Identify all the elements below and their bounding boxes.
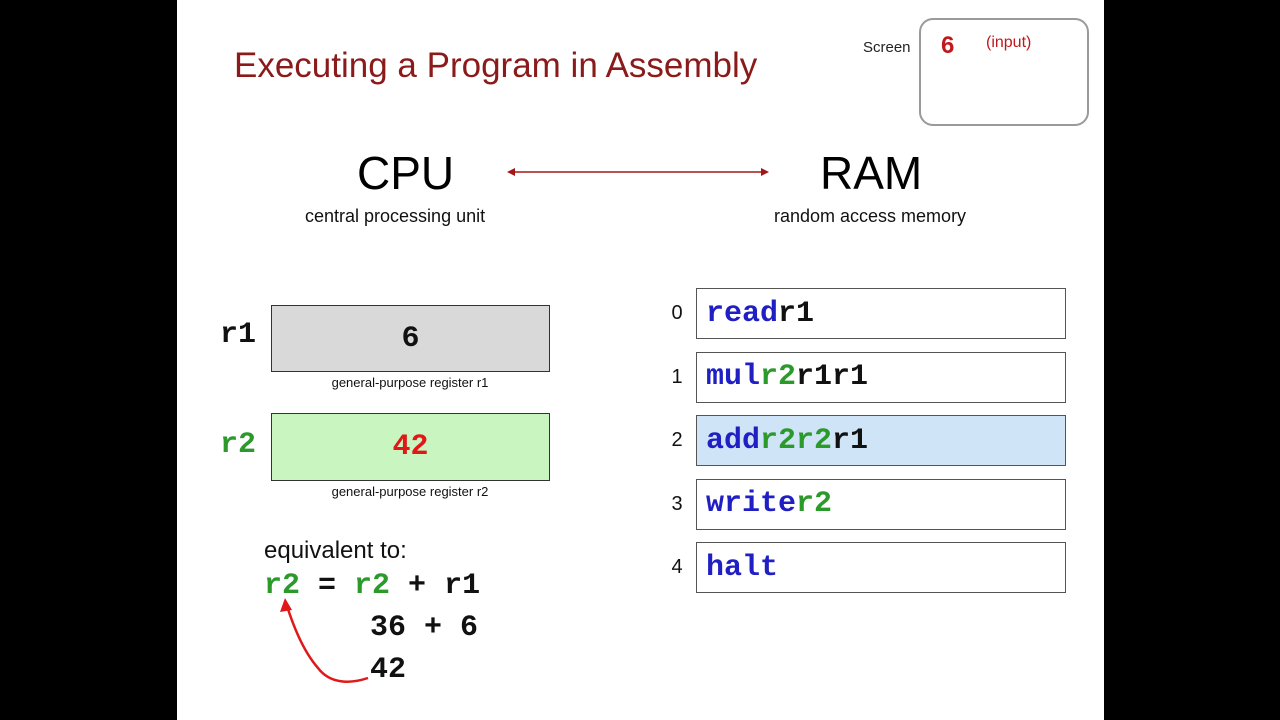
screen-label: Screen <box>863 39 911 56</box>
instruction-operand: r2 <box>796 487 833 521</box>
screen-value: 6 <box>941 32 955 59</box>
instruction-operand: r1 <box>778 296 815 331</box>
equivalent-label: equivalent to: <box>264 537 407 564</box>
instruction-opcode: add <box>706 423 761 458</box>
equation-lhs: r2 <box>264 569 301 603</box>
screen-box: 6 (input) <box>919 18 1089 126</box>
register-r1-caption: general-purpose register r1 <box>331 375 489 390</box>
instruction-operand: r1 <box>832 360 869 394</box>
memory-cell-0: read r1 <box>696 288 1066 339</box>
result-arrow <box>280 598 369 683</box>
instruction-operand: r2 <box>796 423 833 458</box>
memory-index: 2 <box>671 429 683 451</box>
equation-operand-b: r1 <box>444 569 481 603</box>
memory-index: 3 <box>671 492 683 515</box>
instruction-opcode: mul <box>706 360 761 394</box>
instruction-operand: r1 <box>832 423 869 458</box>
memory-cell-3: write r2 <box>696 478 1066 530</box>
instruction-operand: r2 <box>760 423 797 458</box>
instruction-opcode: halt <box>706 550 779 585</box>
memory-index: 0 <box>671 302 683 324</box>
slide: Executing a Program in Assembly Screen 6… <box>177 0 1104 720</box>
register-r2-box: 42 <box>271 413 550 481</box>
register-r1-box: 6 <box>271 305 550 372</box>
ram-heading: RAM <box>820 147 923 199</box>
register-r1-value: 6 <box>401 321 420 356</box>
register-r2-value: 42 <box>392 430 429 464</box>
instruction-operand: r1 <box>796 360 833 394</box>
equation-plus: + <box>390 569 445 603</box>
cpu-heading: CPU <box>357 147 455 199</box>
equation-operand-a: r2 <box>354 569 391 603</box>
instruction-opcode: read <box>706 296 779 331</box>
equation-line-3: 42 <box>370 653 407 687</box>
cpu-subtitle: central processing unit <box>305 206 486 226</box>
instruction-operand: r2 <box>760 360 797 394</box>
register-r2-name: r2 <box>220 428 257 462</box>
equation-equals: = <box>300 569 355 603</box>
slide-title: Executing a Program in Assembly <box>234 46 758 85</box>
memory-cell-1: mul r2 r1 r1 <box>696 351 1066 403</box>
equation-line-2: 36 + 6 <box>370 611 479 645</box>
memory-index: 1 <box>671 365 683 388</box>
ram-subtitle: random access memory <box>774 206 967 226</box>
instruction-opcode: write <box>706 487 797 521</box>
screen-note: (input) <box>986 34 1032 51</box>
memory-cell-2: add r2 r2 r1 <box>696 415 1066 466</box>
equation-line-1: r2 = r2 + r1 <box>264 569 480 603</box>
register-r1-name: r1 <box>220 318 257 352</box>
memory-index: 4 <box>671 556 683 578</box>
register-r2-caption: general-purpose register r2 <box>331 484 489 499</box>
cpu-ram-bus-arrow <box>507 168 769 176</box>
memory-cell-4: halt <box>696 542 1066 593</box>
